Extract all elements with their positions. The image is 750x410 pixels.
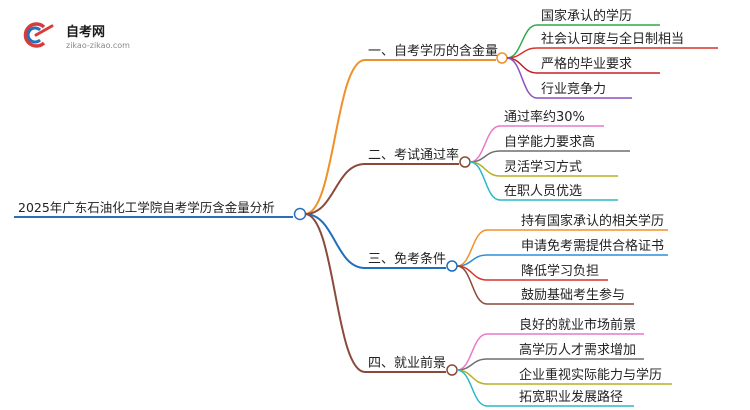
branch-3-connector [304,213,366,269]
branch-4-connector [304,213,366,373]
branch-3-leaf-2: 申请免考需提供合格证书 [521,238,664,254]
branch-2-leaf-4-connector [469,161,501,201]
branch-4-leaf-4: 拓宽职业发展路径 [519,389,623,405]
branch-2: 二、考试通过率 通过率约30% 自学能力要求高 灵活学习方式 在职人员优选 [304,109,630,215]
logo-title: 自考网 [66,24,105,40]
branch-4-leaf-3: 企业重视实际能力与学历 [519,367,662,383]
root-node-circle[interactable] [293,207,307,221]
branch-3: 三、免考条件 持有国家承认的相关学历 申请免考需提供合格证书 降低学习负担 鼓励… [304,213,668,305]
root-node[interactable]: 2025年广东石油化工学院自考学历含金量分析 [14,200,307,221]
branch-4: 四、就业前景 良好的就业市场前景 高学历人才需求增加 企业重视实际能力与学历 拓… [304,213,672,407]
branch-1-leaf-4-connector [506,57,538,99]
branch-3-leaf-4-connector [456,265,488,305]
branch-1-leaf-4: 行业竞争力 [541,81,606,97]
branch-2-connector [304,163,366,215]
logo-icon [23,22,54,48]
branch-2-leaf-3: 灵活学习方式 [504,159,582,175]
branch-2-label: 二、考试通过率 [368,147,459,163]
logo: 自考网 zikao-zikao.com [23,22,130,50]
branch-1-connector [304,59,366,215]
branch-1-leaf-3: 严格的毕业要求 [541,56,632,72]
branch-4-leaf-4-connector [456,369,488,407]
branch-1-label: 一、自考学历的含金量 [368,43,498,59]
root-label: 2025年广东石油化工学院自考学历含金量分析 [18,200,275,215]
branch-4-node-circle[interactable] [446,364,458,376]
branch-2-leaf-4: 在职人员优选 [504,184,582,199]
branch-3-leaf-4: 鼓励基础考生参与 [521,287,625,303]
branch-3-node-circle[interactable] [446,260,458,272]
logo-subtitle: zikao-zikao.com [66,41,130,50]
branch-1-node-circle[interactable] [496,52,508,64]
branch-3-leaf-3: 降低学习负担 [521,263,599,279]
branch-4-label: 四、就业前景 [368,355,446,371]
branch-3-leaf-1: 持有国家承认的相关学历 [521,213,664,229]
branch-2-node-circle[interactable] [459,156,471,168]
branch-4-leaf-1: 良好的就业市场前景 [519,317,636,333]
branch-2-leaf-2: 自学能力要求高 [504,134,595,150]
branch-4-leaf-2: 高学历人才需求增加 [519,342,636,358]
branch-3-label: 三、免考条件 [368,251,446,267]
branch-1-leaf-2: 社会认可度与全日制相当 [541,31,684,47]
branch-1-leaf-1: 国家承认的学历 [541,8,632,24]
branch-2-leaf-1: 通过率约30% [504,109,585,125]
branch-1: 一、自考学历的含金量 国家承认的学历 社会认可度与全日制相当 严格的毕业要求 行… [304,8,718,215]
